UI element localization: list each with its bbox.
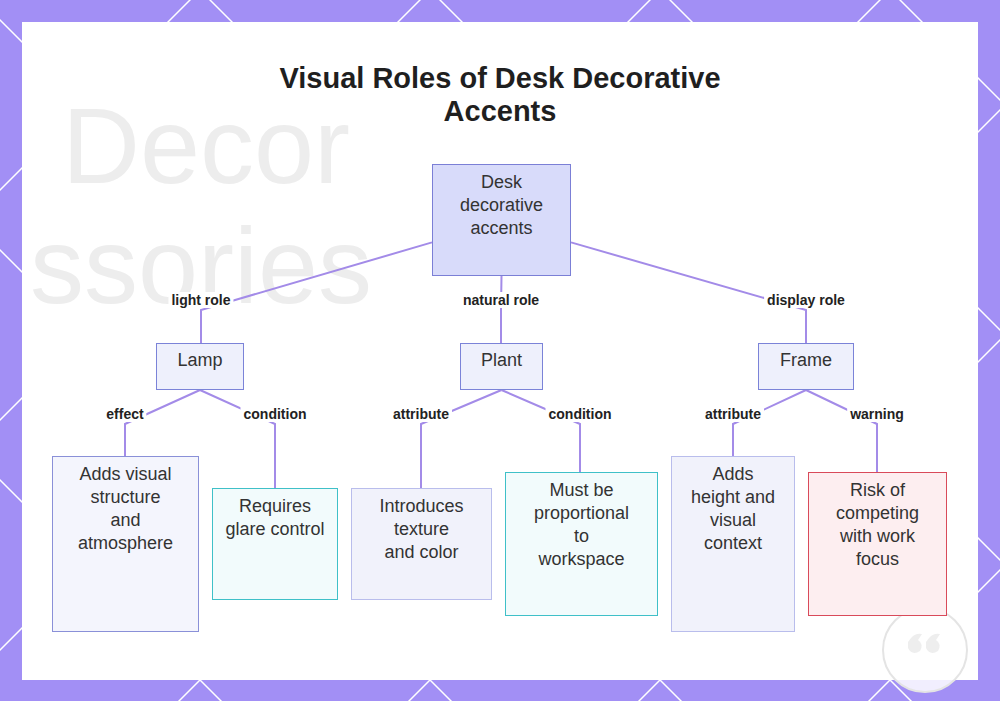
canvas-panel [22, 22, 978, 680]
connector-line [502, 390, 581, 472]
logo-badge [883, 608, 967, 692]
node-label: Must be proportional to workspace [532, 479, 632, 571]
edge-label: light role [168, 292, 233, 308]
root-box: Desk decorative accents [432, 164, 571, 276]
edge-label: display role [764, 292, 848, 308]
watermark-text: Decor [62, 92, 350, 200]
logo-mark [908, 634, 940, 653]
category-box: Lamp [156, 343, 244, 390]
node-label: Adds height and visual context [689, 463, 777, 555]
connector-line [125, 390, 200, 456]
connector-line [806, 390, 877, 472]
attribute-box: Adds height and visual context [671, 456, 795, 632]
connector-line [733, 390, 806, 456]
warning-box: Risk of competing with work focus [808, 472, 947, 616]
connector-line [421, 390, 502, 488]
edge-label: condition [241, 406, 310, 422]
node-label: Lamp [160, 349, 240, 372]
connector-line [200, 390, 275, 488]
connector-line [201, 242, 432, 343]
node-label: Frame [762, 349, 850, 372]
node-label: Requires glare control [225, 495, 325, 541]
category-box: Frame [758, 343, 854, 390]
node-label: Adds visual structure and atmosphere [74, 463, 177, 555]
edge-label: attribute [702, 406, 764, 422]
edge-label: natural role [460, 292, 542, 308]
edge-label: condition [546, 406, 615, 422]
condition-box: Must be proportional to workspace [505, 472, 658, 616]
category-box: Plant [460, 343, 543, 390]
effect-box: Adds visual structure and atmosphere [52, 456, 199, 632]
node-label: Risk of competing with work focus [828, 479, 928, 571]
edge-label: effect [103, 406, 146, 422]
connector-line [500, 276, 503, 343]
node-label: Plant [464, 349, 540, 372]
diagram-title: Visual Roles of Desk Decorative Accents [250, 62, 750, 128]
node-label: Introduces texture and color [378, 495, 466, 564]
node-label: Desk decorative accents [452, 171, 552, 240]
condition-box: Requires glare control [212, 488, 338, 600]
attribute-box: Introduces texture and color [351, 488, 492, 600]
edge-label: warning [847, 406, 907, 422]
edge-label: attribute [390, 406, 452, 422]
